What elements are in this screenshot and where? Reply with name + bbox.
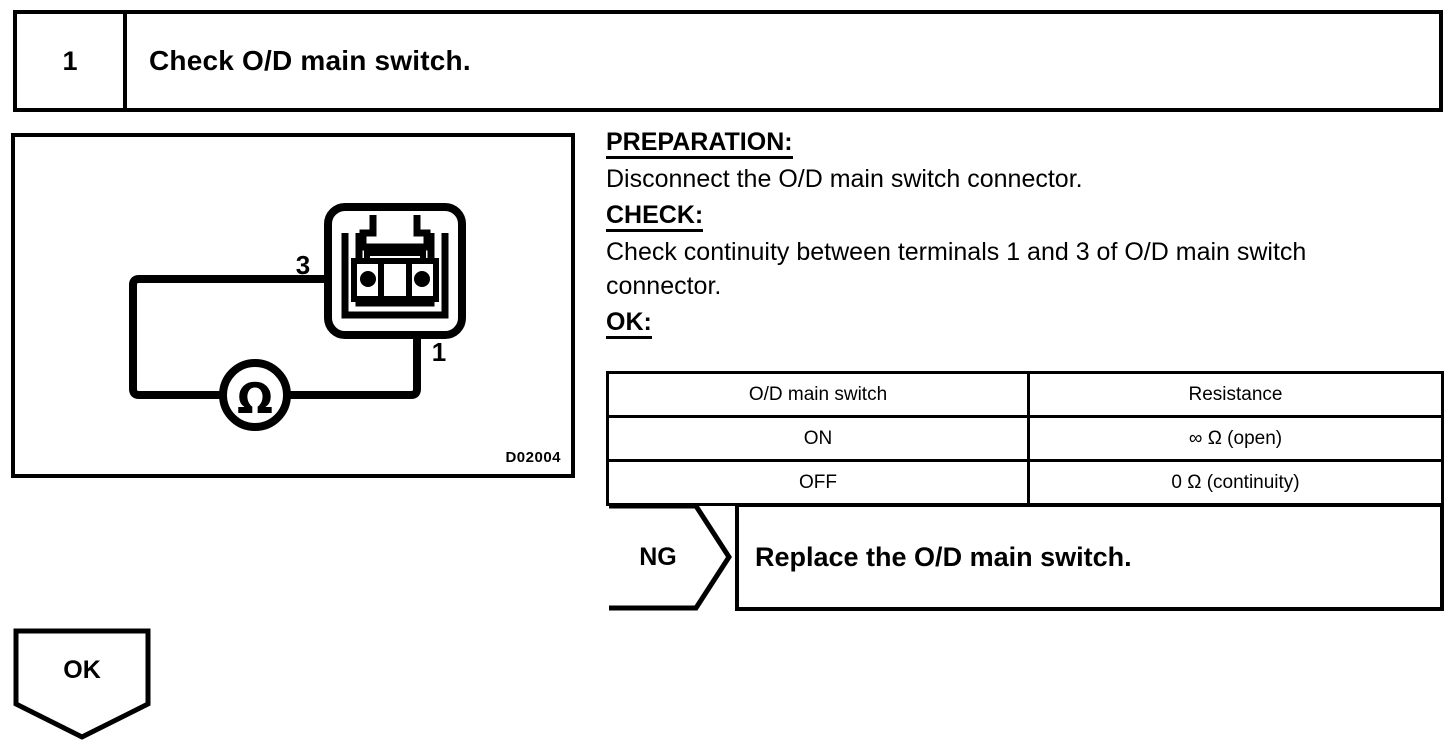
ok-tag-label: OK [63,655,101,684]
step-title: Check O/D main switch. [149,45,471,76]
preparation-heading: PREPARATION: [606,128,793,159]
connector-continuity-diagram: Ω 3 1 [129,203,466,431]
table-row: ON ∞ Ω (open) [606,415,1444,462]
cell-switch-state-on: ON [606,415,1030,462]
ok-pentagon-shape [13,628,151,740]
resistance-spec-table: O/D main switch Resistance ON ∞ Ω (open)… [606,371,1444,506]
ok-heading: OK: [606,308,652,339]
ng-tag-label: NG [639,542,677,571]
check-heading: CHECK: [606,201,704,232]
terminal-3-contact [360,271,376,287]
check-text-line-2: connector. [606,272,722,300]
ok-branch: OK [13,628,151,740]
column-header-switch-state: O/D main switch [606,371,1030,418]
step-number: 1 [17,14,127,108]
ng-branch: NG Replace the O/D main switch. [606,503,1444,611]
ng-tag: NG [606,503,732,611]
test-lead-wires [129,275,421,399]
cell-switch-state-off: OFF [606,459,1030,506]
step-header-bar: 1 Check O/D main switch. [13,10,1443,112]
ng-arrow-shape [609,503,732,611]
ohmmeter-symbol: Ω [219,359,291,431]
check-text-line-1: Check continuity between terminals 1 and… [606,238,1307,266]
terminal-label-3: 3 [296,250,310,280]
figure-id-label: D02004 [505,449,561,466]
table-row: OFF 0 Ω (continuity) [606,459,1444,506]
cell-resistance-on: ∞ Ω (open) [1027,415,1444,462]
instruction-text-column: PREPARATION: Disconnect the O/D main swi… [606,128,1446,342]
table-header-row: O/D main switch Resistance [606,371,1444,418]
ng-action-text: Replace the O/D main switch. [735,503,1444,611]
column-header-resistance: Resistance [1027,371,1444,418]
preparation-text: Disconnect the O/D main switch connector… [606,165,1083,193]
terminal-1-contact [414,271,430,287]
ohm-glyph: Ω [237,374,273,423]
cell-resistance-off: 0 Ω (continuity) [1027,459,1444,506]
connector-housing [324,203,466,339]
terminal-label-1: 1 [432,337,446,367]
wiring-diagram-panel: Ω 3 1 D02004 [11,133,575,478]
